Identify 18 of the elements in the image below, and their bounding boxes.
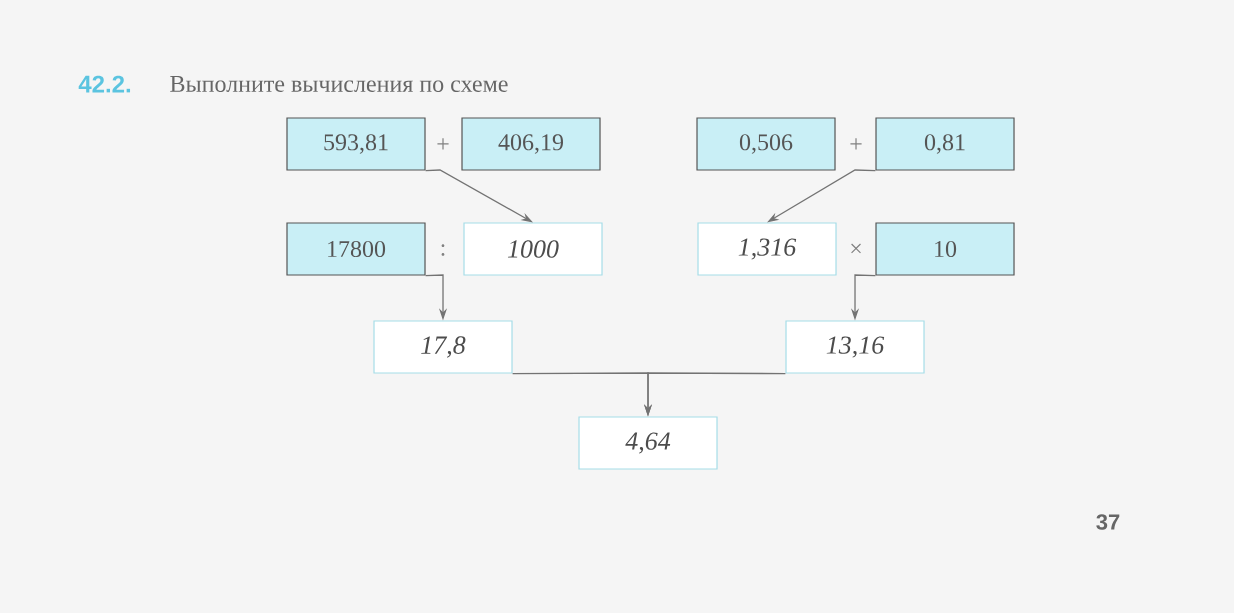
number-box: 406,19 [461,117,601,171]
page-number: 37 [1096,514,1120,530]
answer-box: 1000 [463,222,603,276]
number-box: 17800 [286,222,426,276]
answer-box: 13,16 [785,320,925,374]
answer-box: 17,8 [373,320,513,374]
number-box: 593,81 [286,117,426,171]
task-text: Выполните вычисления по схеме [170,76,508,92]
number-box: 0,81 [875,117,1015,171]
answer-box: 4,64 [578,416,718,470]
number-box: 0,506 [696,117,836,171]
operator-sign: : [441,244,445,256]
answer-box: 1,316 [697,222,837,276]
operator-sign: × [851,243,861,254]
number-box: 10 [875,222,1015,276]
exercise-number: 42.2. [78,75,131,93]
operator-sign: + [437,138,449,150]
operator-sign: + [850,138,862,150]
